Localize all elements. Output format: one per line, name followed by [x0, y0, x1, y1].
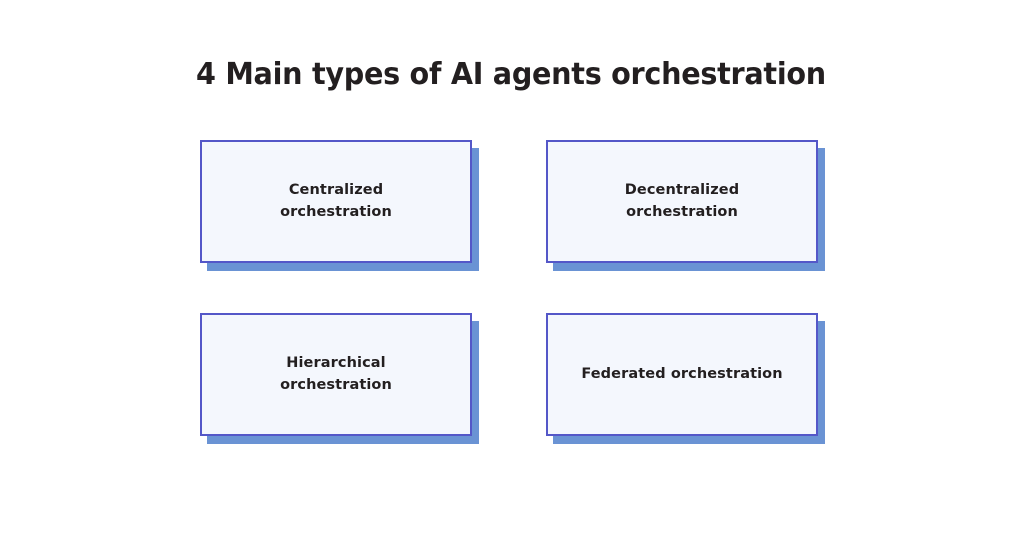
card-label: Hierarchical orchestration [280, 355, 392, 393]
card-federated-orchestration[interactable]: Federated orchestration [546, 313, 825, 444]
card-centralized-orchestration[interactable]: Centralized orchestration [200, 140, 479, 271]
card-face: Decentralized orchestration [546, 140, 818, 263]
page-title: 4 Main types of AI agents orchestration [196, 57, 826, 92]
card-face: Federated orchestration [546, 313, 818, 436]
card-decentralized-orchestration[interactable]: Decentralized orchestration [546, 140, 825, 271]
card-face: Hierarchical orchestration [200, 313, 472, 436]
card-label: Centralized orchestration [280, 182, 392, 220]
card-face: Centralized orchestration [200, 140, 472, 263]
card-label: Federated orchestration [581, 365, 783, 382]
card-hierarchical-orchestration[interactable]: Hierarchical orchestration [200, 313, 479, 444]
card-label: Decentralized orchestration [624, 182, 740, 220]
